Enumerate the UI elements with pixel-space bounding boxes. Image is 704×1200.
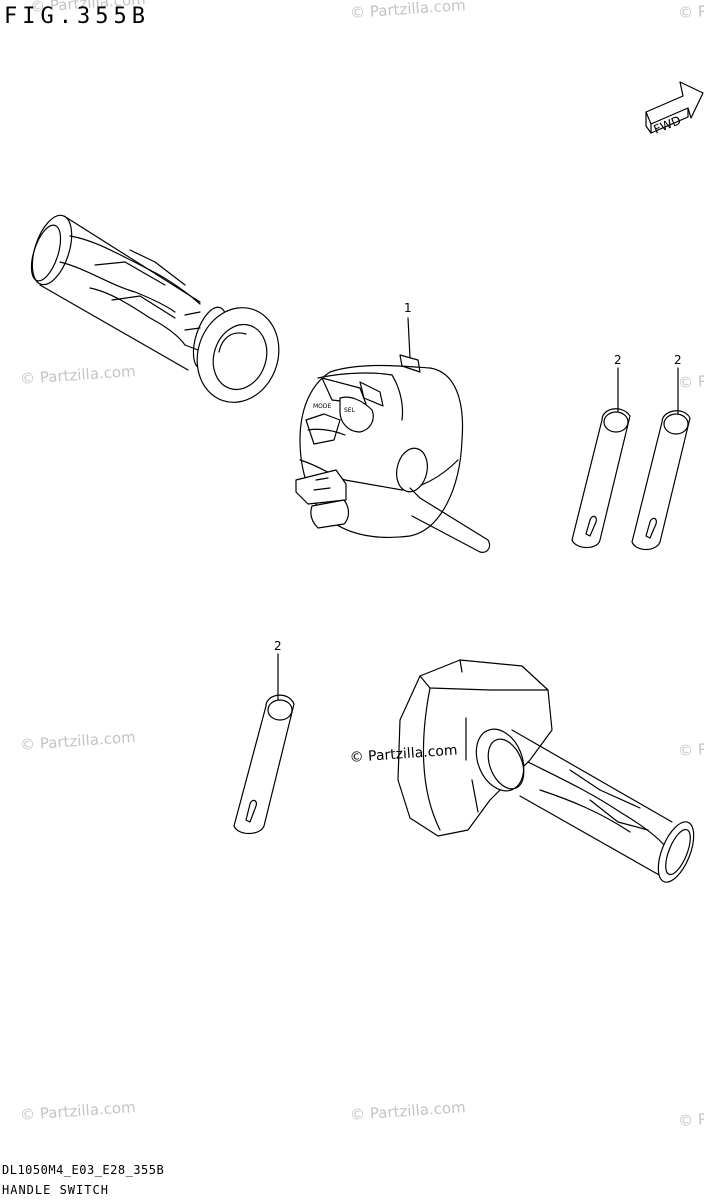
mode-button-label: MODE (313, 403, 332, 410)
watermark-center-dark: © Partzilla.com (349, 742, 458, 765)
figure-code: DL1050M4_E03_E28_355B (2, 1163, 165, 1177)
callout-number: 2 (614, 353, 622, 367)
right-grip-assembly (397, 659, 695, 883)
strap-lower (233, 694, 295, 835)
callout-number: 1 (404, 301, 412, 315)
left-grip (30, 214, 280, 403)
callout-number: 2 (674, 353, 682, 367)
callout-1-leader (407, 317, 411, 359)
sel-button-label: SEL (344, 407, 356, 414)
fwd-arrow-icon: FWD (645, 81, 704, 137)
figure-number: FIG.355B (4, 4, 150, 29)
handle-switch-assembly: MODE SEL (295, 354, 491, 553)
callout-number: 2 (274, 639, 282, 653)
strap-upper-right (631, 410, 691, 551)
strap-upper-left (571, 408, 631, 549)
figure-name: HANDLE SWITCH (2, 1183, 109, 1197)
